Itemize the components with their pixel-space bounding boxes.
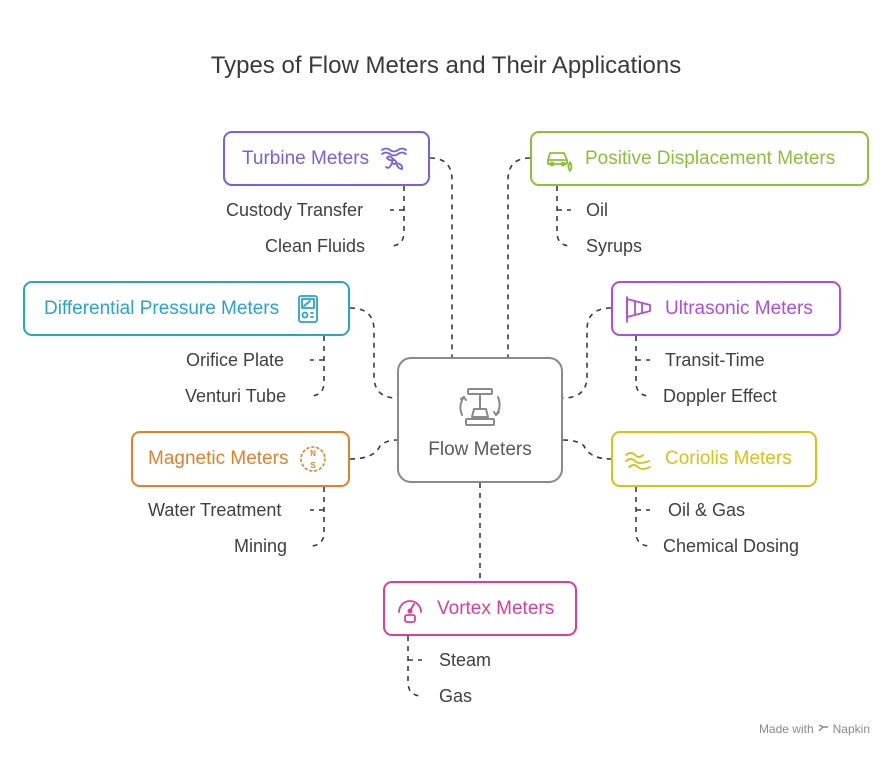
app-oil: Oil <box>586 200 608 220</box>
napkin-watermark: Made with Napkin <box>759 722 870 736</box>
app-steam: Steam <box>439 650 492 670</box>
node-label: Positive Displacement Meters <box>585 147 836 169</box>
pressure-gauge-icon <box>293 294 323 324</box>
connector-magnetic <box>349 439 398 460</box>
windsock-icon <box>623 294 653 324</box>
connector-differential-pressure <box>349 307 398 399</box>
app-chemical-dosing: Chemical Dosing <box>663 536 800 556</box>
connector-positive-displacement <box>507 157 531 357</box>
node-label: Vortex Meters <box>437 597 555 619</box>
app-venturi-tube: Venturi Tube <box>185 386 287 406</box>
node-differential-pressure-meters: Differential Pressure Meters <box>23 281 350 336</box>
connector-ultrasonic <box>562 307 612 399</box>
center-label: Flow Meters <box>428 439 532 460</box>
node-positive-displacement-meters: Positive Displacement Meters <box>530 131 869 186</box>
node-label: Differential Pressure Meters <box>44 297 280 319</box>
node-label: Coriolis Meters <box>665 448 792 469</box>
speed-gauge-icon <box>395 594 425 624</box>
node-label: Turbine Meters <box>242 147 370 169</box>
app-custody-transfer: Custody Transfer <box>226 200 364 220</box>
watermark-brand: Napkin <box>832 722 870 736</box>
node-ultrasonic-meters: Ultrasonic Meters <box>611 281 841 336</box>
valve-icon <box>454 381 506 431</box>
connector-coriolis <box>562 439 612 460</box>
watermark-prefix: Made with <box>758 722 814 736</box>
node-coriolis-meters: Coriolis Meters <box>611 431 817 487</box>
node-label: Ultrasonic Meters <box>665 297 813 319</box>
center-node-flow-meters: Flow Meters <box>397 357 563 483</box>
app-syrups: Syrups <box>586 236 643 256</box>
node-magnetic-meters: Magnetic Meters N S <box>131 431 350 487</box>
app-clean-fluids: Clean Fluids <box>265 236 366 256</box>
fuel-car-icon <box>545 144 575 174</box>
napkin-logo-icon <box>818 722 829 736</box>
flow-waves-icon <box>623 444 653 474</box>
magnet-ns-icon: N S <box>298 444 328 474</box>
app-oil-and-gas: Oil & Gas <box>668 500 746 520</box>
app-water-treatment: Water Treatment <box>148 500 282 520</box>
app-mining: Mining <box>234 536 288 556</box>
connector-turbine <box>429 157 453 357</box>
svg-text:S: S <box>311 461 317 470</box>
node-turbine-meters: Turbine Meters <box>223 131 430 186</box>
app-gas: Gas <box>439 686 473 706</box>
app-transit-time: Transit-Time <box>665 350 765 370</box>
turbine-icon <box>379 144 409 174</box>
app-doppler-effect: Doppler Effect <box>663 386 777 406</box>
svg-text:N: N <box>311 449 317 458</box>
node-label: Magnetic Meters <box>148 448 289 469</box>
app-orifice-plate: Orifice Plate <box>186 350 285 370</box>
node-vortex-meters: Vortex Meters <box>383 581 577 636</box>
page-title: Types of Flow Meters and Their Applicati… <box>210 52 682 79</box>
